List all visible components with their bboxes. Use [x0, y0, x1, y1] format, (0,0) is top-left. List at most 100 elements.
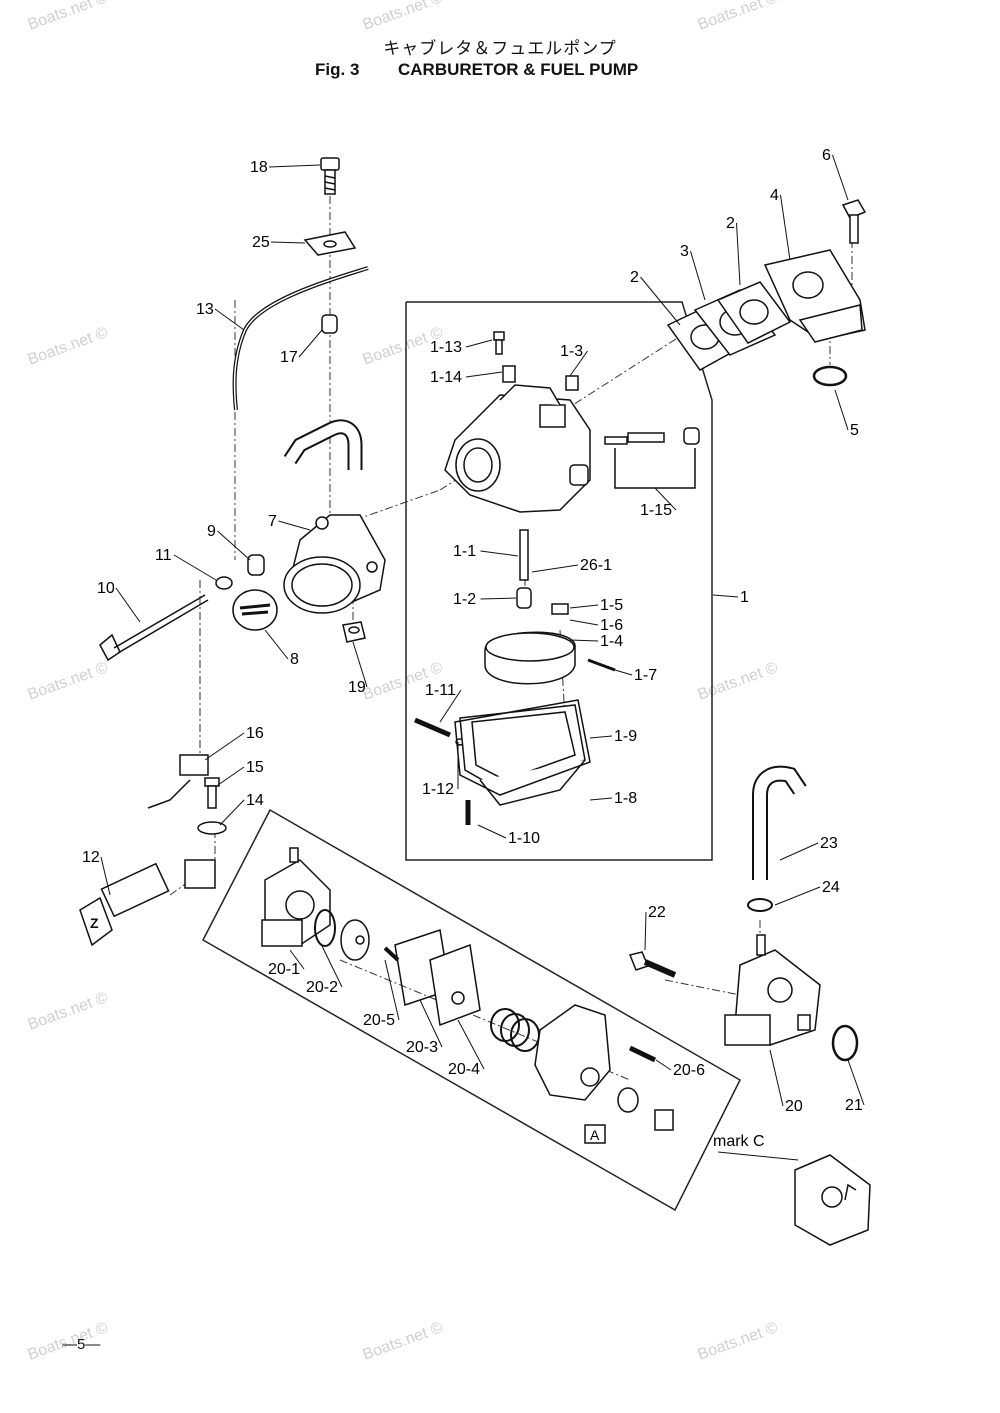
leader-line-1-2	[480, 597, 517, 600]
callout-9: 9	[207, 523, 216, 540]
pump-cover	[534, 1004, 611, 1101]
watermark: Boats.net ©	[696, 1319, 781, 1364]
watermark: Boats.net ©	[696, 0, 781, 34]
washer-11	[215, 576, 233, 590]
callout-19: 19	[348, 679, 366, 696]
leader-line-1-6	[569, 619, 599, 626]
leader-line-1-1	[480, 550, 519, 557]
callout-1-6: 1-6	[600, 617, 623, 634]
spring-1-14	[502, 365, 516, 383]
page-number: —5—	[62, 1336, 101, 1353]
leader-line-26-1	[531, 564, 579, 573]
callout-22: 22	[648, 904, 666, 921]
leader-line-1	[712, 594, 739, 598]
callout-26-1: 26-1	[580, 557, 612, 574]
callout-23: 23	[820, 835, 838, 852]
leader-line-25	[270, 241, 306, 244]
leader-line-20-4	[457, 1019, 485, 1070]
float-pin-1-7	[587, 658, 616, 672]
callout-13: 13	[196, 301, 214, 318]
callout-20-2: 20-2	[306, 979, 338, 996]
leader-line-1-7	[614, 669, 633, 676]
callout-1-3: 1-3	[560, 343, 583, 360]
collar-9	[247, 554, 265, 576]
callout-10: 10	[97, 580, 115, 597]
leader-line-8	[264, 629, 289, 660]
callout-1-10: 1-10	[508, 830, 540, 847]
spring-cup	[617, 1087, 674, 1131]
drain-screw-1-11	[414, 717, 451, 738]
clip-24	[747, 898, 773, 912]
callout-8: 8	[290, 651, 299, 668]
leader-line-10	[115, 587, 141, 623]
spring-20	[490, 1008, 540, 1052]
bolt-10	[99, 594, 209, 662]
callout-20-4: 20-4	[448, 1061, 480, 1078]
plate-25	[303, 231, 357, 256]
fuel-pump-group-frame	[202, 808, 741, 1212]
float-1-4	[484, 631, 576, 685]
box-a-label: A	[590, 1127, 600, 1143]
callout-1-2: 1-2	[453, 591, 476, 608]
watermark-group: Boats.net © Boats.net © Boats.net © Boats.n…	[26, 0, 781, 1364]
leader-line-14	[219, 799, 245, 826]
bolt-6	[841, 199, 867, 244]
leader-line-13	[214, 308, 245, 331]
leader-line-23	[779, 842, 819, 861]
leader-line-12	[100, 856, 111, 896]
leader-line-1-5	[569, 604, 599, 609]
emblem-8	[232, 589, 278, 631]
watermark: Boats.net ©	[696, 659, 781, 704]
leader-line-1-11	[439, 689, 462, 723]
callout-1-13: 1-13	[430, 339, 462, 356]
carburetor-group-frame	[405, 301, 713, 861]
callout-1-1: 1-1	[453, 543, 476, 560]
callout-20-1: 20-1	[268, 961, 300, 978]
plate-20-5	[340, 919, 370, 961]
choke-lever-16	[147, 754, 209, 809]
leader-line-20-5	[384, 959, 400, 1021]
leader-line-1-4	[569, 639, 599, 642]
leader-line-11	[173, 554, 217, 581]
callout-2: 2	[630, 269, 639, 286]
choke-knob-12: Z	[79, 859, 216, 947]
leader-line-1-10	[477, 824, 507, 839]
watermark: Boats.net ©	[26, 659, 111, 704]
callout-20: 20	[785, 1098, 803, 1115]
leader-line-20-1	[289, 949, 305, 970]
leader-line-18	[268, 164, 321, 168]
leader-line-2	[640, 276, 681, 326]
callout-14: 14	[246, 792, 264, 809]
intake-silencer-7	[283, 514, 386, 614]
leader-line-2	[736, 222, 741, 286]
callout-18: 18	[250, 159, 268, 176]
leader-line-1-13	[465, 339, 493, 348]
svg-text:Z: Z	[90, 915, 99, 931]
fuel-pump-20	[724, 934, 821, 1046]
leader-lines	[100, 154, 865, 1107]
watermark: Boats.net ©	[361, 1319, 446, 1364]
bolt-22	[628, 951, 677, 978]
intake-manifold-4	[763, 249, 866, 343]
pump-body-20-1	[261, 847, 331, 947]
pilot-screw-1-15	[604, 427, 700, 489]
watermark: Boats.net ©	[361, 0, 446, 34]
leader-line-3	[690, 250, 706, 301]
figure-title: CARBURETOR & FUEL PUMP	[398, 60, 639, 79]
watermark: Boats.net ©	[26, 989, 111, 1034]
watermark: Boats.net ©	[26, 324, 111, 369]
callout-4: 4	[770, 187, 779, 204]
callout-1-8: 1-8	[614, 790, 637, 807]
leader-line-22	[644, 911, 647, 951]
jet-1-3	[565, 375, 579, 391]
leader-line-20-2	[321, 945, 343, 988]
leader-line-19	[352, 641, 368, 688]
callout-1: 1	[740, 589, 749, 606]
callout-1-9: 1-9	[614, 728, 637, 745]
gasket-2-rear	[716, 281, 792, 344]
leader-line-16	[204, 732, 245, 761]
callout-16: 16	[246, 725, 264, 742]
callout-17: 17	[280, 349, 298, 366]
